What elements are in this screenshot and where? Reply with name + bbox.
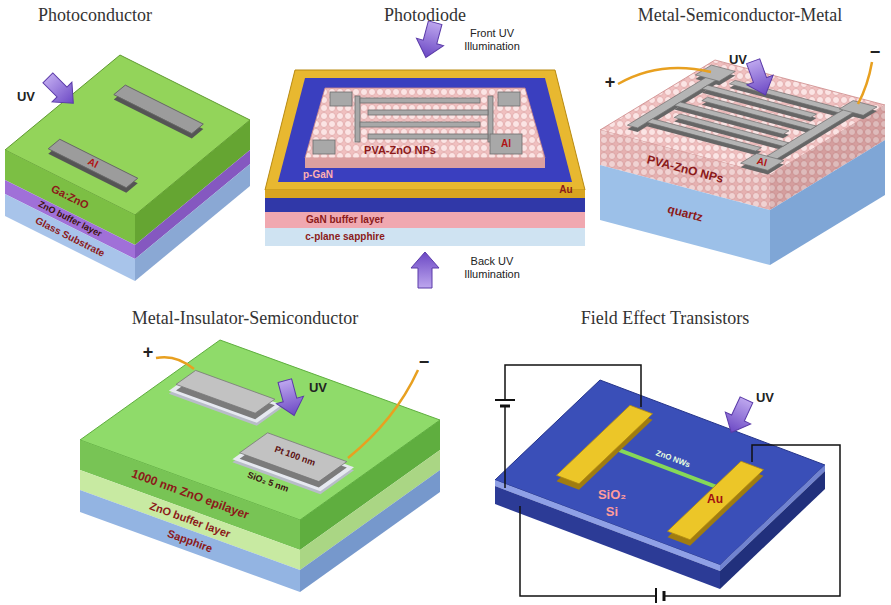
layer-label: SiO₂ (598, 488, 626, 503)
nanowire-label: ZnO NWs (655, 448, 692, 469)
polarity-sign: + (605, 72, 616, 93)
sapphire-side (80, 490, 300, 592)
polarity-sign: − (419, 352, 430, 373)
electrode-label: Al (501, 138, 511, 150)
msm-device (600, 56, 885, 265)
polarity-sign: − (870, 42, 881, 63)
np-layer-front (305, 158, 545, 168)
illumination-label: Front UV Illumination (447, 27, 537, 52)
buffer-side (135, 150, 250, 259)
polarity-sign: + (143, 342, 154, 363)
layer-label: quartz (666, 203, 704, 226)
gan-buffer-front (265, 212, 585, 228)
uv-label: UV (729, 53, 747, 68)
circuit-wires (505, 365, 840, 596)
mis-device (80, 340, 440, 592)
sapphire-front (265, 228, 585, 246)
au-frame (265, 70, 585, 190)
electrode-label: Al (756, 155, 769, 169)
battery-symbol (495, 400, 664, 603)
layer-label: PVA-ZnO NPs (645, 153, 724, 186)
panel-title: Photodiode (384, 5, 466, 26)
layer-label: GaN buffer layer (306, 214, 384, 226)
sio2-top (495, 380, 825, 565)
photoconductor-device (5, 55, 250, 281)
uv-label: UV (309, 381, 327, 396)
panel-title: Metal-Semiconductor-Metal (638, 5, 843, 26)
glass-side (5, 194, 135, 281)
electrode-label: Au (707, 493, 723, 507)
uv-label: UV (756, 391, 774, 406)
uv-arrow (412, 19, 448, 61)
glass-side (135, 164, 250, 281)
bias-wire (348, 370, 418, 458)
layer-label: p-GaN (303, 169, 333, 181)
electrode-label: Pt 100 nm (273, 444, 317, 468)
uv-arrow (271, 377, 307, 419)
uv-label: UV (17, 90, 35, 105)
electrode-shadow (48, 90, 203, 193)
electrode-label: Al (86, 156, 100, 171)
bias-wire (858, 62, 872, 104)
layer-label: PVA-ZnO NPs (364, 144, 436, 157)
p-gan-front (265, 198, 585, 212)
bias-wire (618, 68, 711, 84)
uv-arrow (411, 252, 439, 288)
quartz-side (770, 140, 885, 265)
uv-arrow (719, 394, 760, 438)
fet-device (495, 365, 840, 603)
illumination-label: Back UV Illumination (447, 255, 537, 280)
panel-title: Photoconductor (38, 5, 152, 26)
p-gan-top (278, 78, 572, 182)
layer-label: c-plane sapphire (305, 231, 384, 243)
layer-label: Si (606, 505, 618, 520)
panel-title: Metal-Insulator-Semiconductor (132, 308, 359, 329)
panel-title: Field Effect Transistors (581, 308, 750, 329)
au-front (265, 190, 585, 198)
nanowire (614, 447, 716, 487)
bias-wire (156, 357, 194, 369)
np-layer-top (305, 88, 545, 158)
uv-arrow (38, 68, 83, 113)
pt-electrodes (134, 370, 380, 481)
photodiode-device (265, 19, 585, 288)
insulator-label: SiO₂ 5 nm (246, 470, 290, 494)
quartz-side (600, 165, 770, 265)
electrode-label: Au (559, 184, 572, 196)
